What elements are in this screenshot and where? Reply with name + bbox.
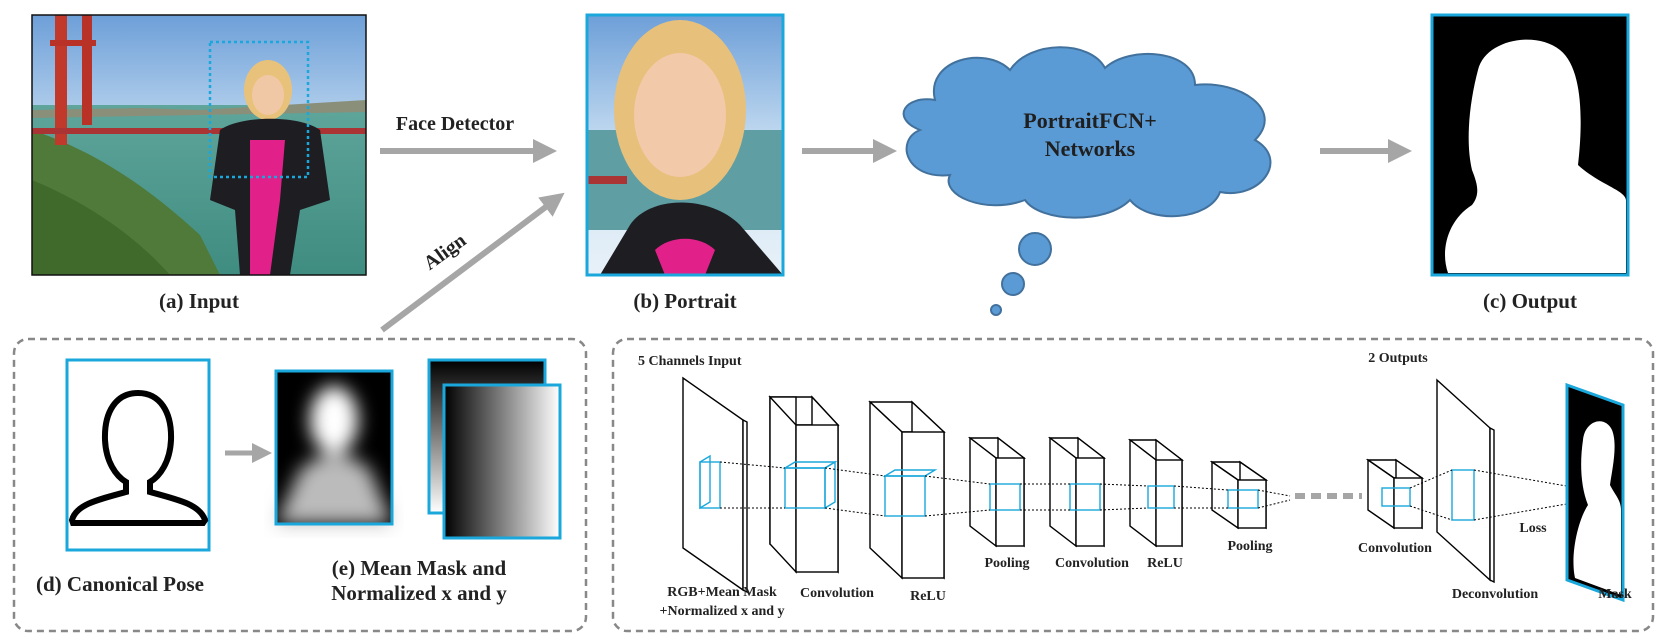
conv2-layer [1047, 436, 1107, 548]
deconvolution-layer [1436, 378, 1495, 584]
face-detection-box [208, 40, 310, 179]
network-layers [682, 376, 1495, 594]
kernel-cubes [782, 460, 1591, 521]
input-caption-line-1: RGB+Mean Mask [667, 585, 777, 600]
mean-mask-image [274, 369, 394, 526]
mask-label: Mask [1598, 587, 1632, 602]
layer-label-pool2: Pooling [1227, 539, 1272, 554]
input-layer [682, 376, 748, 594]
canonical-pose-caption: (d) Canonical Pose [36, 572, 204, 596]
arrow-icon [380, 192, 565, 333]
layer-label-conv1: Convolution [800, 586, 874, 601]
layer-label-pool1: Pooling [984, 556, 1029, 571]
input-title: 5 Channels Input [638, 354, 742, 369]
input-caption: (a) Input [159, 289, 239, 313]
outputs-title: 2 Outputs [1368, 351, 1428, 366]
conv3-layer [1365, 458, 1425, 530]
input-caption-line-2: +Normalized x and y [659, 604, 784, 619]
portrait-photo [585, 13, 785, 277]
network-panel [611, 337, 1655, 633]
mean-mask-caption-2: Normalized x and y [331, 581, 507, 605]
portrait-caption: (b) Portrait [633, 289, 736, 313]
mean-mask-caption-1: (e) Mean Mask and [332, 556, 507, 580]
cloud-line-2: Networks [1045, 136, 1136, 161]
mask-output [1565, 382, 1625, 603]
layer-label-relu2: ReLU [1147, 556, 1183, 571]
conv1-layer [768, 395, 840, 574]
layer-label-relu1: ReLU [910, 589, 946, 604]
layer-label-conv3: Convolution [1358, 541, 1432, 556]
input-photo [31, 14, 367, 276]
output-mask [1430, 13, 1630, 277]
loss-label: Loss [1519, 521, 1547, 536]
normalized-xy-images [427, 358, 562, 540]
output-caption: (c) Output [1483, 289, 1577, 313]
face-detector-label: Face Detector [396, 113, 514, 135]
preprocess-panel [12, 337, 588, 633]
relu2-layer [1127, 438, 1185, 548]
connectors [719, 461, 1579, 521]
cloud-line-1: PortraitFCN+ [1023, 108, 1156, 133]
cloud-icon [902, 46, 1272, 316]
relu1-layer [868, 400, 946, 580]
deconvolution-label: Deconvolution [1452, 587, 1539, 602]
layer-label-conv2: Convolution [1055, 556, 1129, 571]
pool2-layer [1209, 460, 1269, 530]
pool1-layer [967, 436, 1027, 548]
person-silhouette-icon [68, 389, 209, 526]
